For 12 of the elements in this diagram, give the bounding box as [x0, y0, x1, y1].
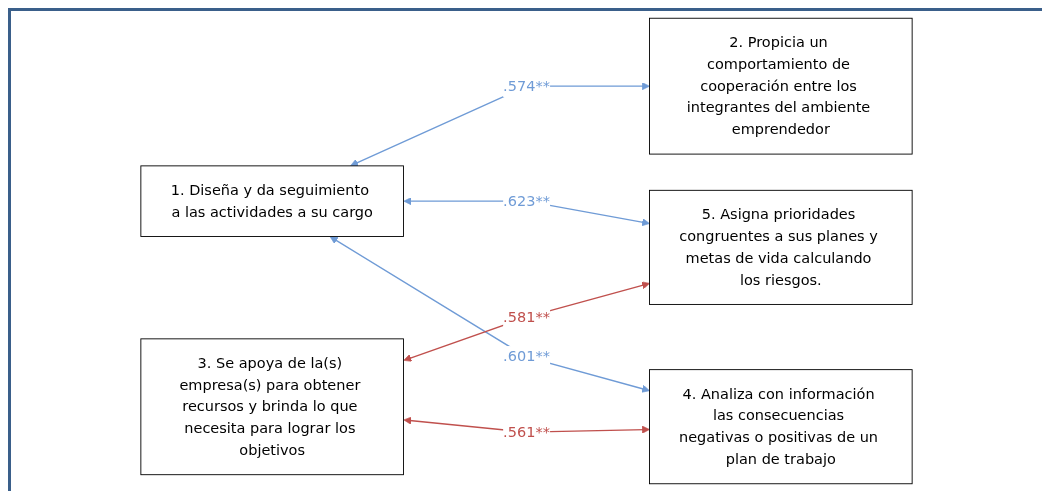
- edge-label: .601**: [503, 347, 550, 366]
- node-box: 5. Asigna prioridades congruentes a sus planes y metas de vida calculando los riesgos.: [649, 189, 913, 305]
- node-box: 4. Analiza con información las consecuencias negativas o positivas de un plan de trabajo: [649, 369, 913, 485]
- arrow: [329, 236, 650, 393]
- node-box: 3. Se apoya de la(s) empresa(s) para obtener recursos y brinda lo que necesita para lograr los objetivos: [140, 338, 404, 476]
- edge-label: .561**: [503, 423, 550, 441]
- edge-label: .623**: [503, 192, 550, 210]
- edge-label: .581**: [503, 308, 550, 326]
- arrow: [403, 281, 650, 362]
- node-box: 2. Propicia un comportamiento de cooperación entre los integrantes del ambiente emprendedor: [649, 17, 913, 155]
- edge-label: .574**: [503, 77, 550, 95]
- node-box: 1. Diseña y da seguimiento a las actividades a su cargo: [140, 165, 404, 237]
